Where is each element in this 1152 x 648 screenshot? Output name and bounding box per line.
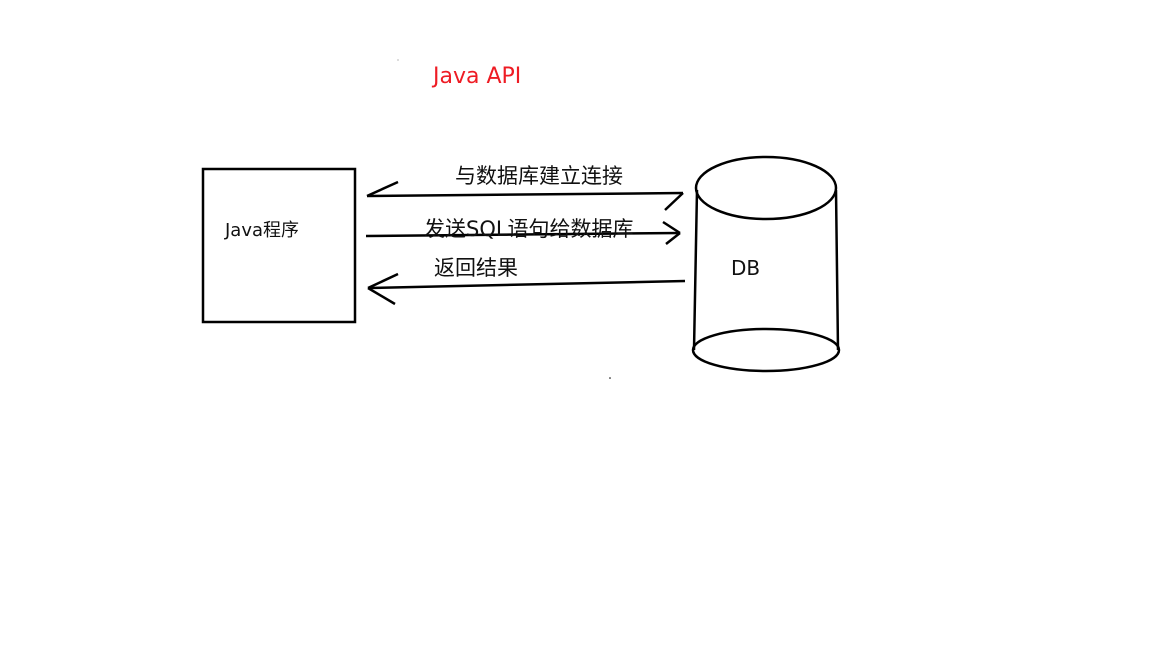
cylinder-body: [692, 189, 840, 351]
database-cylinder: [691, 155, 841, 373]
java-program-box: [201, 167, 357, 324]
arrow-send-sql: [365, 220, 681, 245]
database-label: DB: [731, 256, 761, 280]
arrow-return-result: [367, 272, 686, 306]
stray-dot: [609, 377, 611, 379]
return-result-message: 返回结果: [434, 256, 518, 280]
stray-dot-2: [397, 59, 399, 61]
java-program-label: Java程序: [225, 220, 300, 241]
send-sql-message: 发送SQL语句给数据库: [424, 217, 634, 241]
connect-message: 与数据库建立连接: [455, 164, 623, 188]
cylinder-top: [694, 155, 838, 221]
arrow-connect: [366, 180, 684, 211]
cylinder-bottom: [691, 327, 841, 373]
diagram-title: Java API: [433, 64, 522, 89]
